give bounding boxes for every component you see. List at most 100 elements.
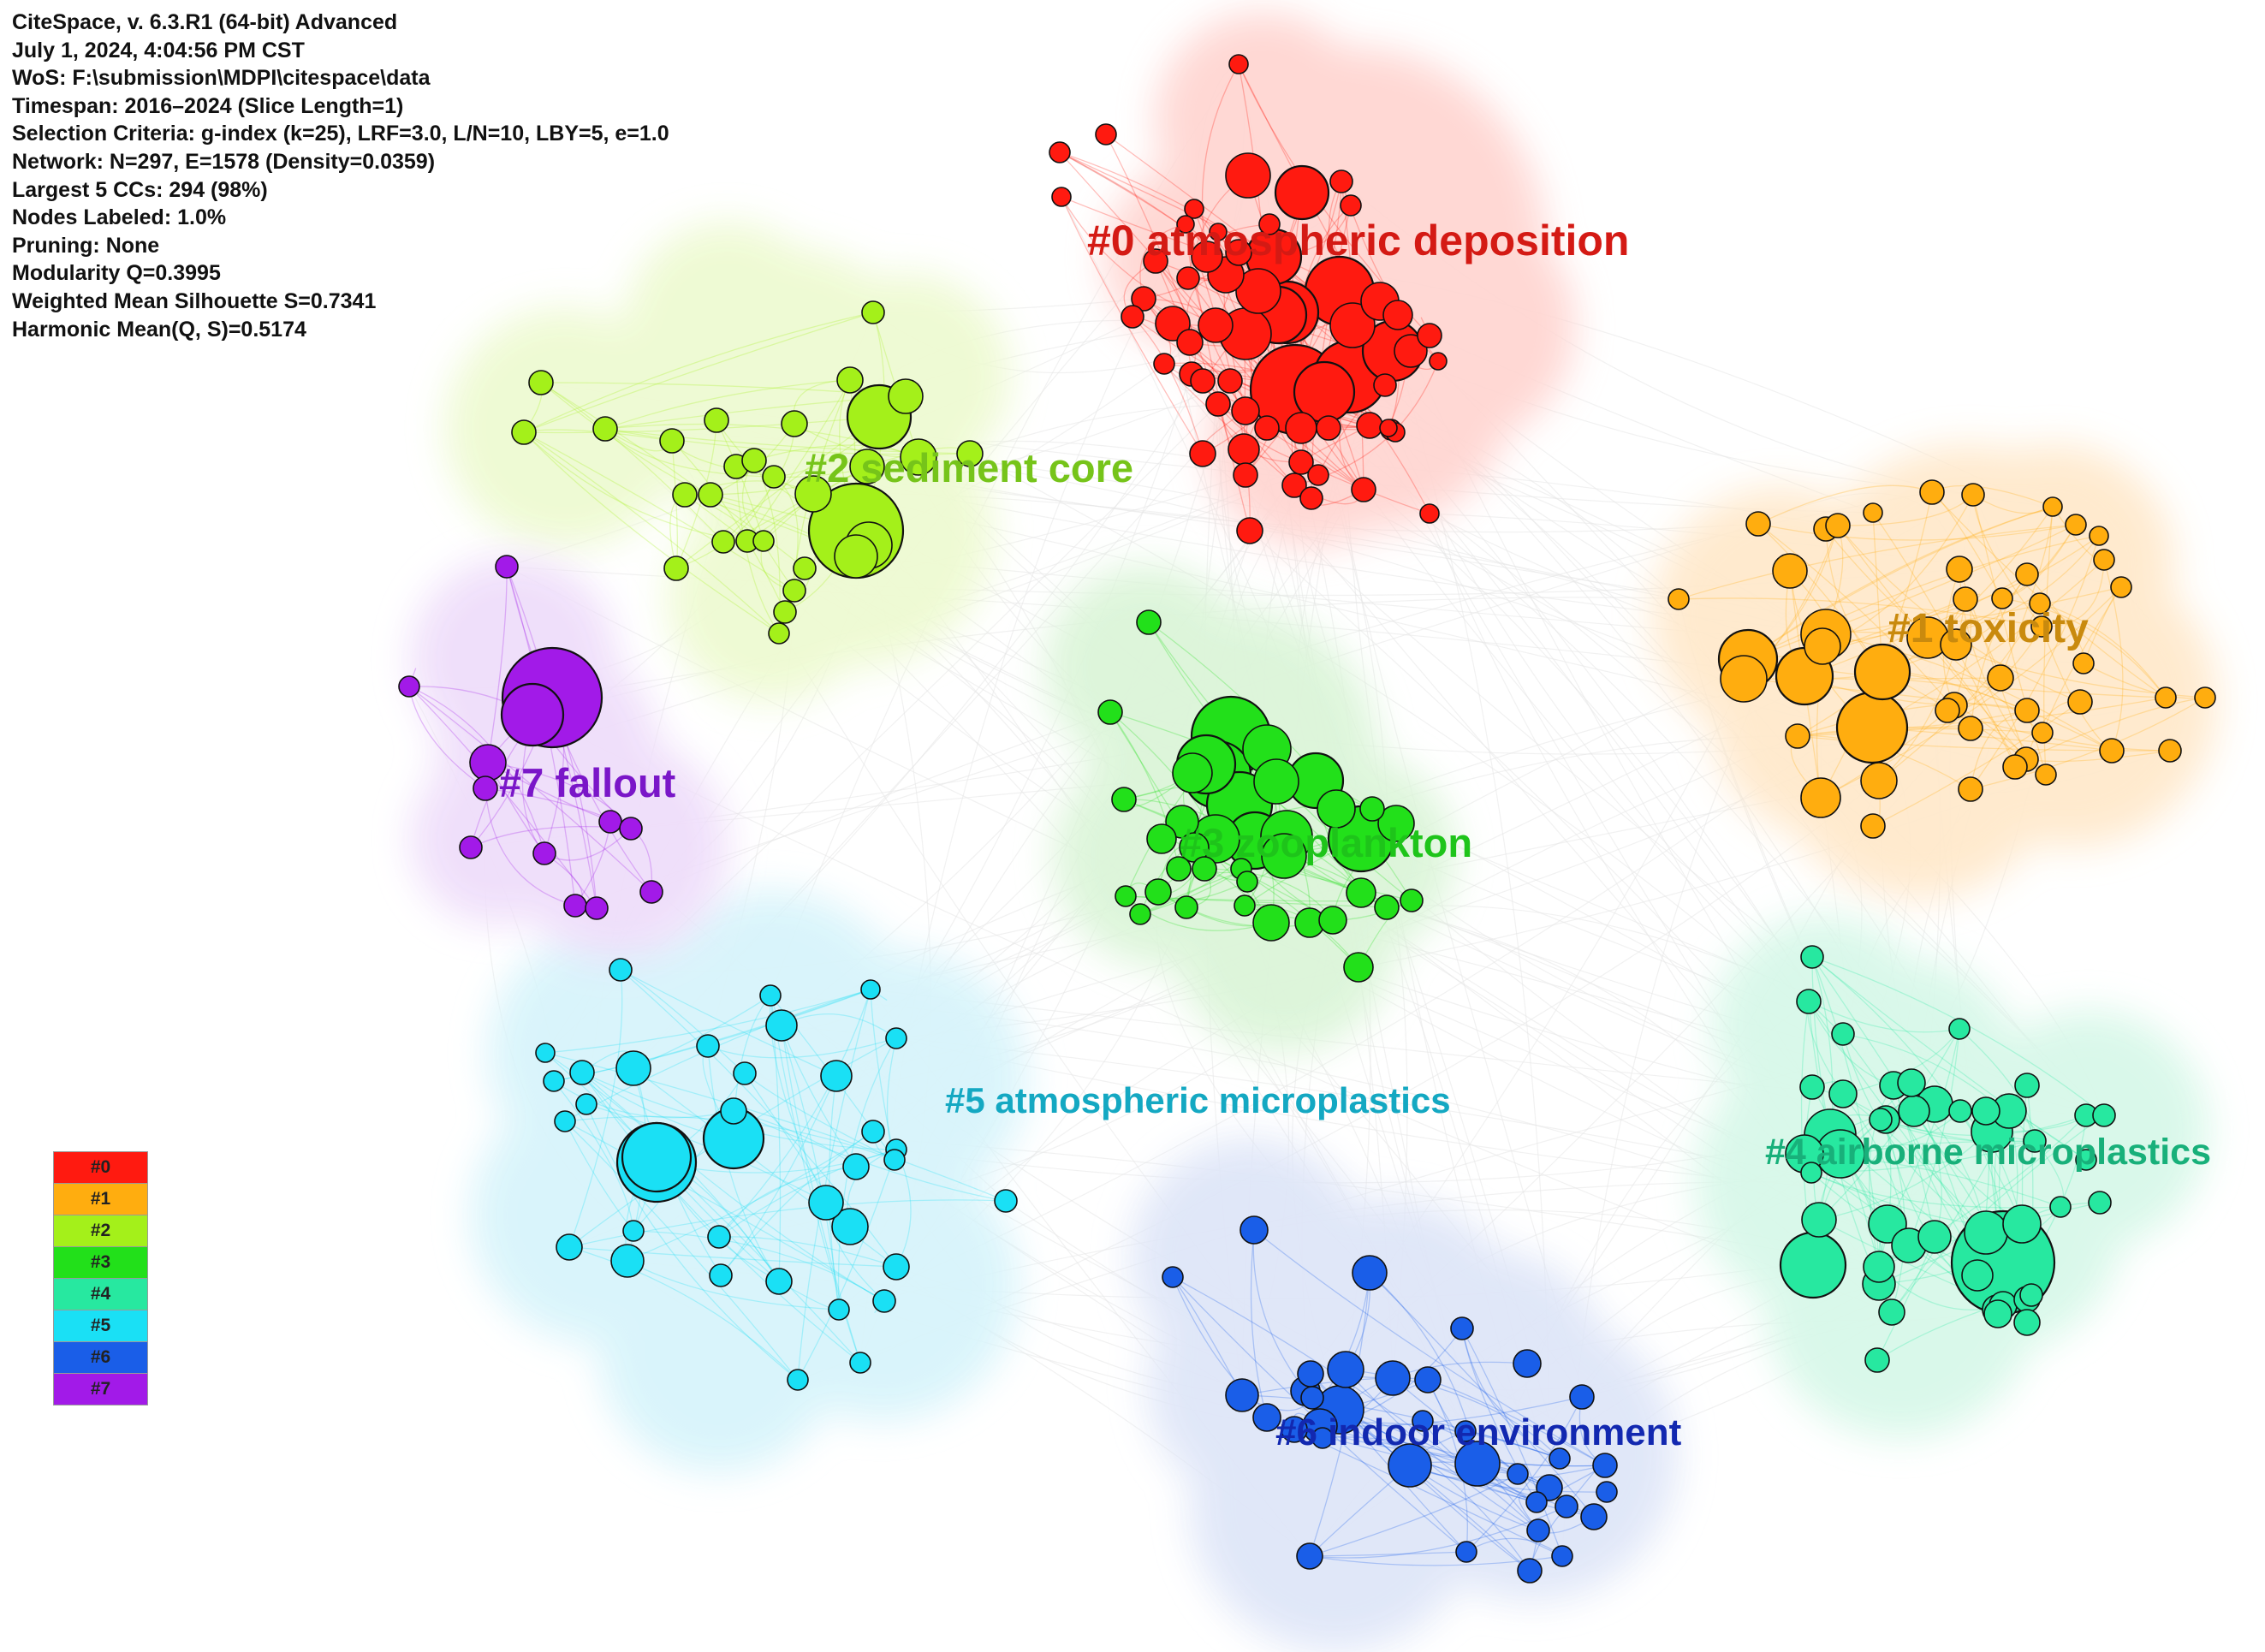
- network-node[interactable]: [1454, 1441, 1501, 1487]
- network-node[interactable]: [707, 1225, 731, 1249]
- network-node[interactable]: [1417, 323, 1442, 348]
- network-node[interactable]: [1153, 353, 1175, 375]
- network-node[interactable]: [1987, 664, 2014, 692]
- network-node[interactable]: [1176, 215, 1195, 234]
- network-node[interactable]: [2029, 592, 2051, 615]
- network-node[interactable]: [1352, 1255, 1388, 1291]
- network-node[interactable]: [2023, 1129, 2047, 1153]
- network-node[interactable]: [1745, 511, 1771, 537]
- network-node[interactable]: [1192, 856, 1217, 882]
- network-node[interactable]: [2030, 615, 2053, 638]
- network-node[interactable]: [2049, 1196, 2072, 1218]
- network-node[interactable]: [556, 1233, 583, 1261]
- network-node[interactable]: [1356, 412, 1383, 439]
- network-node[interactable]: [1596, 1481, 1618, 1503]
- network-node[interactable]: [543, 1070, 565, 1092]
- network-node[interactable]: [1800, 945, 1824, 969]
- network-node[interactable]: [808, 1185, 844, 1221]
- network-node[interactable]: [2019, 1283, 2043, 1307]
- network-node[interactable]: [1804, 627, 1841, 665]
- network-node[interactable]: [994, 1189, 1018, 1213]
- network-node[interactable]: [2099, 738, 2125, 764]
- network-node[interactable]: [2002, 1204, 2042, 1244]
- network-node[interactable]: [1176, 329, 1204, 356]
- network-node[interactable]: [765, 1268, 793, 1295]
- network-node[interactable]: [1551, 1545, 1573, 1567]
- network-node[interactable]: [900, 438, 937, 476]
- network-node[interactable]: [1971, 1096, 2000, 1126]
- network-node[interactable]: [1897, 1068, 1926, 1097]
- network-node[interactable]: [2002, 754, 2028, 780]
- network-node[interactable]: [1835, 691, 1909, 764]
- network-node[interactable]: [2155, 686, 2177, 709]
- network-node[interactable]: [885, 1027, 907, 1049]
- network-node[interactable]: [1190, 368, 1216, 394]
- network-node[interactable]: [1121, 305, 1144, 329]
- network-node[interactable]: [1174, 895, 1198, 919]
- network-node[interactable]: [1580, 1503, 1608, 1530]
- network-node[interactable]: [672, 482, 698, 508]
- network-node[interactable]: [1400, 888, 1424, 912]
- network-node[interactable]: [765, 1009, 798, 1042]
- network-node[interactable]: [1285, 412, 1317, 444]
- network-node[interactable]: [1828, 1079, 1858, 1108]
- network-node[interactable]: [759, 984, 782, 1007]
- network-node[interactable]: [2067, 689, 2093, 715]
- network-node[interactable]: [793, 556, 817, 580]
- network-node[interactable]: [1991, 587, 2013, 609]
- network-node[interactable]: [610, 1244, 645, 1278]
- network-node[interactable]: [1935, 698, 1960, 723]
- network-node[interactable]: [762, 465, 786, 489]
- network-node[interactable]: [1281, 1416, 1308, 1443]
- network-node[interactable]: [1525, 1491, 1548, 1513]
- network-node[interactable]: [1225, 1378, 1259, 1412]
- network-node[interactable]: [1346, 877, 1376, 908]
- network-node[interactable]: [1382, 300, 1413, 330]
- network-node[interactable]: [1555, 1495, 1578, 1518]
- network-node[interactable]: [733, 1061, 757, 1085]
- network-node[interactable]: [1948, 1099, 1972, 1123]
- network-node[interactable]: [1720, 655, 1768, 703]
- network-node[interactable]: [1863, 502, 1883, 523]
- network-node[interactable]: [2088, 1191, 2112, 1215]
- network-node[interactable]: [752, 530, 775, 552]
- network-node[interactable]: [1517, 1558, 1543, 1584]
- network-node[interactable]: [1961, 483, 1985, 507]
- network-node[interactable]: [698, 482, 723, 508]
- network-node[interactable]: [1228, 54, 1249, 74]
- network-node[interactable]: [1281, 472, 1307, 498]
- network-node[interactable]: [1454, 1420, 1477, 1442]
- network-node[interactable]: [1825, 513, 1851, 538]
- network-node[interactable]: [768, 622, 790, 645]
- network-node[interactable]: [834, 534, 878, 579]
- network-node[interactable]: [872, 1289, 896, 1313]
- network-node[interactable]: [1111, 787, 1137, 812]
- network-node[interactable]: [849, 1352, 871, 1374]
- network-node[interactable]: [883, 1253, 910, 1281]
- network-node[interactable]: [1953, 586, 1978, 612]
- network-node[interactable]: [1526, 1518, 1550, 1542]
- network-node[interactable]: [535, 1043, 556, 1063]
- network-node[interactable]: [1958, 776, 1983, 802]
- network-node[interactable]: [1796, 989, 1822, 1014]
- network-node[interactable]: [1340, 194, 1362, 217]
- network-node[interactable]: [704, 407, 729, 433]
- network-node[interactable]: [773, 600, 797, 624]
- network-node[interactable]: [1549, 1447, 1571, 1470]
- network-node[interactable]: [956, 440, 984, 467]
- network-node[interactable]: [2093, 549, 2115, 571]
- network-node[interactable]: [1097, 699, 1123, 725]
- network-node[interactable]: [2065, 514, 2087, 536]
- network-node[interactable]: [1327, 1351, 1364, 1388]
- network-node[interactable]: [2072, 652, 2095, 674]
- network-node[interactable]: [2013, 1309, 2041, 1336]
- network-node[interactable]: [1233, 462, 1258, 488]
- network-node[interactable]: [1513, 1349, 1542, 1378]
- network-node[interactable]: [1668, 588, 1690, 610]
- network-node[interactable]: [585, 896, 609, 920]
- network-node[interactable]: [860, 979, 881, 1000]
- network-node[interactable]: [1359, 796, 1385, 822]
- network-node[interactable]: [1329, 169, 1353, 193]
- network-node[interactable]: [2014, 698, 2040, 723]
- network-node[interactable]: [1288, 449, 1314, 475]
